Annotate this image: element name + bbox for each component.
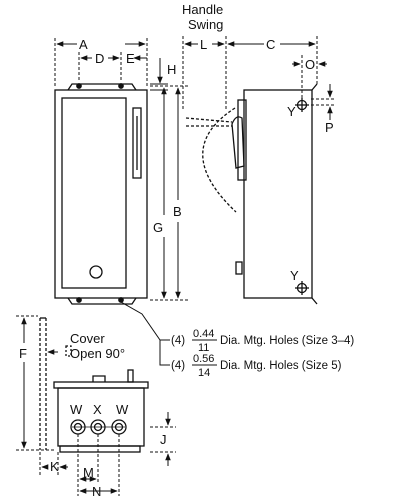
knockout-label-w-left: W [70,402,83,417]
front-view [54,83,148,305]
front-handle [132,107,142,179]
dim-label-b: B [173,204,182,219]
dim-label-d: D [95,51,104,66]
side-view [185,83,318,305]
bottom-mounting-hole-left [76,297,82,303]
hole-note-1-text: Dia. Mtg. Holes (Size 3–4) [220,335,354,347]
hole-note-2-qty: (4) [171,360,185,372]
hole-note-1-qty: (4) [171,335,185,347]
point-label-y-top: Y [287,104,296,119]
side-enclosure-outline [243,89,313,299]
dim-label-p: P [325,120,334,135]
handle-swing-line1: Handle [182,2,223,17]
side-handle-lever [231,116,245,169]
dim-label-j: J [160,432,167,447]
bottom-mounting-hole-right [118,297,124,303]
knockout-label-x: X [93,402,102,417]
dim-label-e: E [126,51,135,66]
dim-label-o: O [305,57,315,72]
front-top-flange [67,83,137,91]
handle-swing-line2: Swing [188,17,223,32]
dim-label-a: A [79,37,88,52]
knockout-label-w-right: W [116,402,129,417]
top-mounting-hole-left [76,83,82,89]
labels: Handle Swing A D E H B G L C O P Y Y F J… [19,2,354,499]
side-view-dimensions [182,36,336,120]
side-hub [235,261,243,275]
front-bottom-flange [67,297,137,305]
top-mounting-hole-right [118,83,124,89]
bottom-bottom-rail [59,445,141,453]
dim-label-n: N [92,484,101,499]
front-door-panel [61,97,127,289]
point-label-y-bottom: Y [290,268,299,283]
hole-note-2-text: Dia. Mtg. Holes (Size 5) [220,360,342,372]
side-handle-mechanism [237,99,247,181]
dim-label-m: M [83,465,94,480]
cover-label-line2: Open 90° [70,346,125,361]
front-view-dimensions [54,38,188,301]
bottom-top-flange [53,381,149,389]
dim-label-f: F [19,346,27,361]
hole-note-1-denominator: 11 [198,342,209,354]
handle-swing-arc [202,107,237,213]
hole-note-1-numerator: 0.44 [193,328,214,340]
hole-note-2-denominator: 14 [198,367,210,379]
dim-label-h: H [167,62,176,77]
cover-label-line1: Cover [70,331,105,346]
pilot-light-indicator [89,265,103,279]
dim-label-g: G [153,220,163,235]
bottom-view [39,317,149,453]
dim-label-c: C [266,37,275,52]
front-enclosure-outline [54,89,148,299]
hole-note-2-numerator: 0.56 [193,353,214,365]
bottom-enclosure-outline [57,387,145,447]
dim-label-k: K [50,459,59,474]
hole-note-leaders [120,301,170,366]
dim-label-l: L [200,37,207,52]
bottom-view-dimensions [16,315,176,496]
bottom-handle-stub [127,369,134,383]
